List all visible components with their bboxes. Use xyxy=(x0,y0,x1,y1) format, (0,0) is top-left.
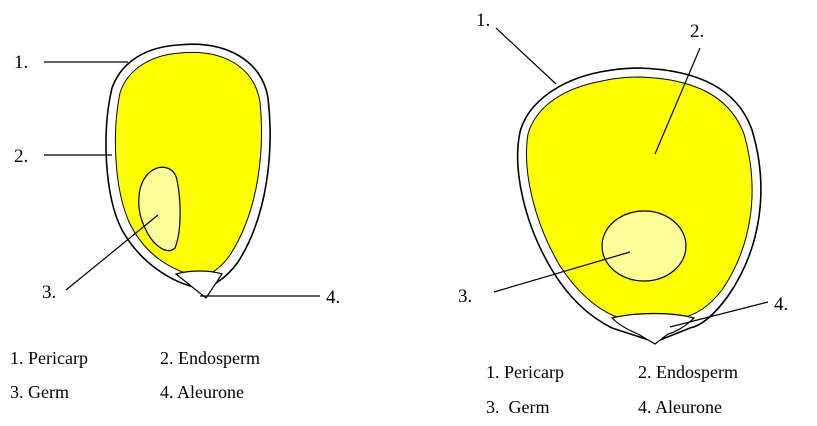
legend-aleurone-left: 4. Aleurone xyxy=(160,382,244,402)
leader-line-1-right xyxy=(496,28,556,84)
callout-3-right: 3. xyxy=(458,286,472,307)
callout-1-left: 1. xyxy=(14,52,28,73)
callout-4-right: 4. xyxy=(774,294,788,315)
callout-1-right: 1. xyxy=(476,10,490,31)
callout-2-left: 2. xyxy=(14,146,28,167)
callout-2-right: 2. xyxy=(690,21,704,42)
legend-pericarp-right: 1. Pericarp xyxy=(486,362,564,382)
aleurone-left xyxy=(176,271,222,298)
legend-germ-left: 3. Germ xyxy=(10,382,69,402)
callout-3-left: 3. xyxy=(42,282,56,303)
legend-endosperm-right: 2. Endosperm xyxy=(638,362,738,382)
legend-germ-right: 3. Germ xyxy=(486,397,549,417)
kernel-left: 1. 2. 3. 4. 1. Pericarp 2. Endosperm 3. … xyxy=(10,44,340,402)
legend-endosperm-left: 2. Endosperm xyxy=(160,348,260,368)
legend-pericarp-left: 1. Pericarp xyxy=(10,348,88,368)
callout-4-left: 4. xyxy=(326,287,340,308)
kernel-right: 1. 2. 3. 4. 1. Pericarp 2. Endosperm 3. … xyxy=(458,10,788,417)
germ-right xyxy=(602,211,686,281)
legend-aleurone-right: 4. Aleurone xyxy=(638,397,722,417)
